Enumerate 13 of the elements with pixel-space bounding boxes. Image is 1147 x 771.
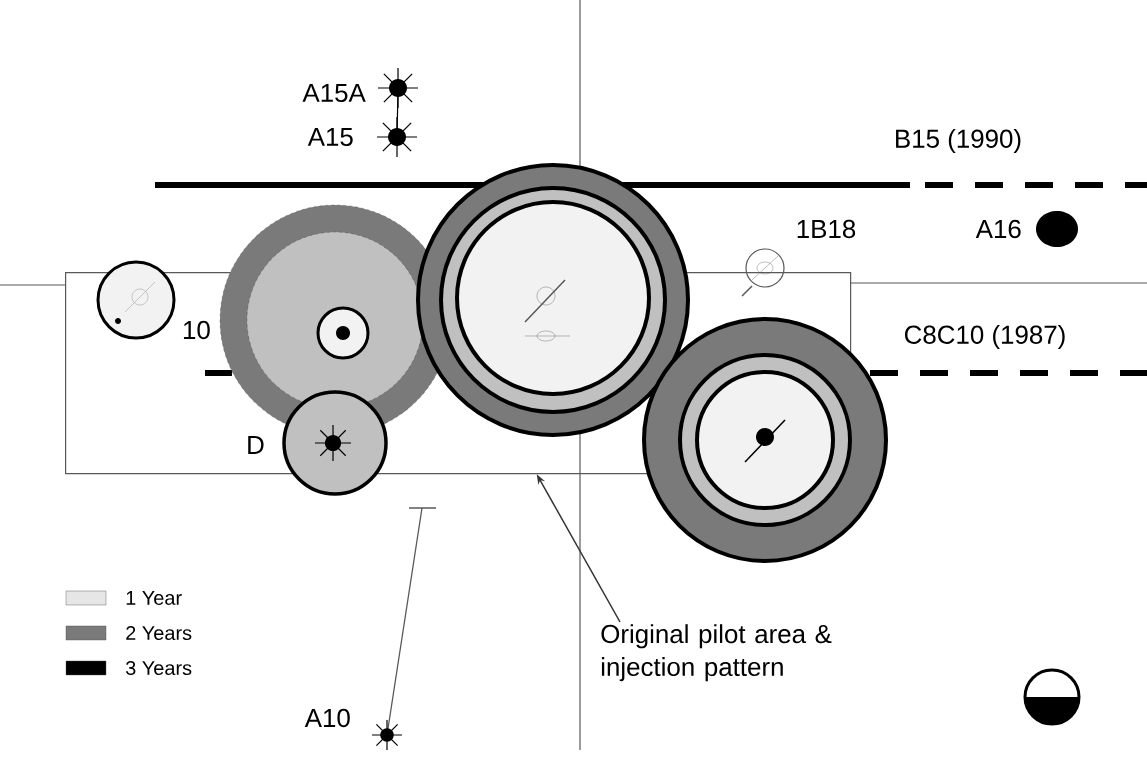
legend-label: 2 Years bbox=[126, 625, 192, 641]
well-label: A10 bbox=[304, 708, 350, 728]
well-label: A15A bbox=[302, 83, 366, 103]
legend-label: 1 Year bbox=[126, 591, 182, 605]
well-label: 10 bbox=[183, 320, 210, 340]
well-label: A15 bbox=[307, 127, 353, 147]
well-label: C8C10 (1987) bbox=[904, 324, 1065, 350]
well-label: B15 (1990) bbox=[896, 128, 1021, 154]
well-label: D bbox=[248, 436, 264, 454]
well-label: 1B18 bbox=[797, 219, 856, 239]
legend-label: 3 Years bbox=[125, 660, 192, 676]
callout-text: Original pilot area & injection pattern bbox=[601, 624, 832, 682]
well-label: A16 bbox=[975, 219, 1021, 239]
